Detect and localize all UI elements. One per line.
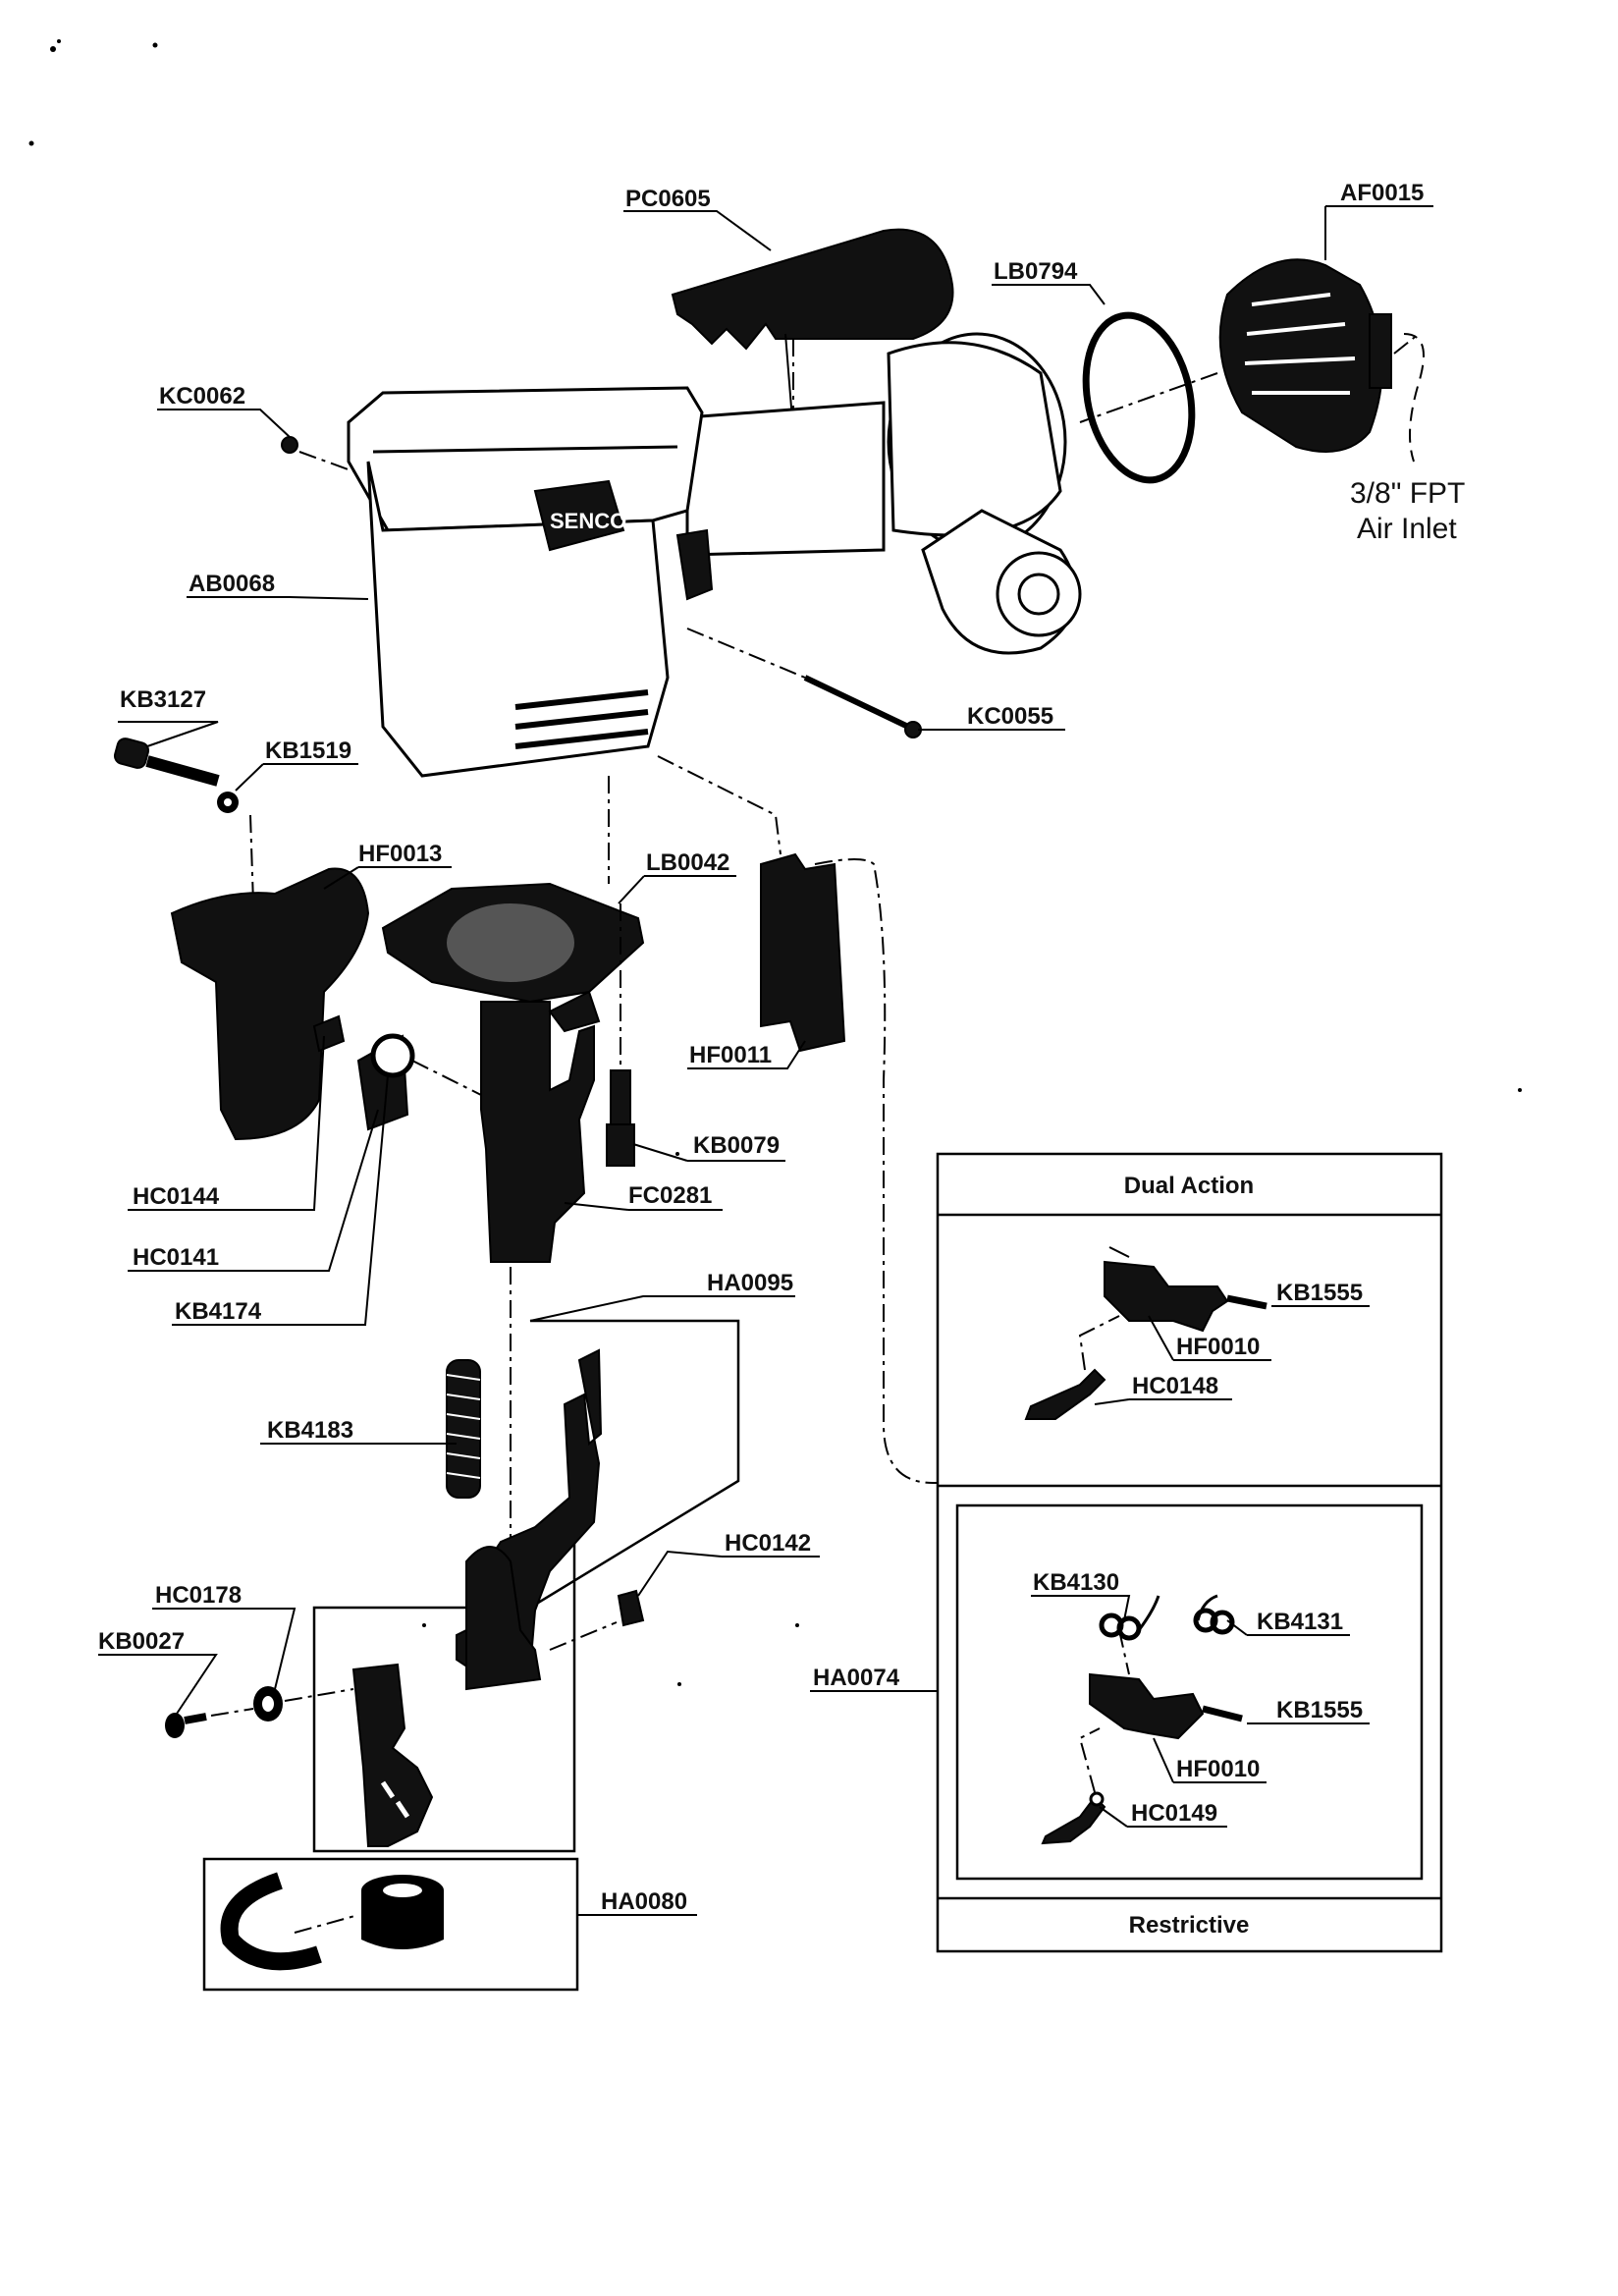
spring-kb4183 <box>446 1359 481 1499</box>
c-clip <box>220 1872 322 1971</box>
label-kb4130: KB4130 <box>1033 1569 1119 1596</box>
label-ha0080: HA0080 <box>601 1888 687 1915</box>
bolt-kb3127 <box>113 738 220 787</box>
label-ha0074: HA0074 <box>813 1665 900 1691</box>
label-pc0605: PC0605 <box>625 186 711 212</box>
label-kb1555-dual: KB1555 <box>1276 1280 1363 1306</box>
label-hc0149: HC0149 <box>1131 1800 1217 1827</box>
label-kb4131: KB4131 <box>1257 1609 1343 1635</box>
pad-hc0144 <box>312 1014 346 1053</box>
panel-title-restrictive: Restrictive <box>1129 1912 1250 1939</box>
trigger-assembly-box-ha0095 <box>312 1319 740 1853</box>
plate-hf0011 <box>760 852 846 1053</box>
air-inlet-cap-af0015 <box>1218 258 1392 453</box>
trigger <box>351 1663 434 1847</box>
label-hf0010-dual: HF0010 <box>1176 1334 1260 1360</box>
panel-title-dual-action: Dual Action <box>1124 1173 1254 1199</box>
label-fc0281: FC0281 <box>628 1182 712 1209</box>
label-hc0178: HC0178 <box>155 1582 242 1609</box>
label-kc0062: KC0062 <box>159 383 245 410</box>
part-labels: PC0605 AF0015 LB0794 KC0062 AB0068 KC005… <box>98 180 1465 1939</box>
label-ab0068: AB0068 <box>189 571 275 597</box>
trigger-block <box>465 1546 542 1691</box>
restrictive-trigger-hf0010 <box>1041 1629 1243 1845</box>
split-ring <box>361 1875 444 1949</box>
o-ring-lb0794 <box>1082 311 1196 484</box>
label-kb4174: KB4174 <box>175 1298 262 1325</box>
handle-tube <box>685 332 1082 655</box>
air-inlet-label: Air Inlet <box>1357 513 1457 545</box>
set-screw-kb0027 <box>165 1713 207 1738</box>
air-inlet-size: 3/8" FPT <box>1350 477 1465 510</box>
label-kc0055: KC0055 <box>967 703 1053 730</box>
label-kb0027: KB0027 <box>98 1628 185 1655</box>
label-hf0013: HF0013 <box>358 841 442 867</box>
kit-panel-ha0074 <box>936 1152 1443 1953</box>
label-hc0141: HC0141 <box>133 1244 219 1271</box>
dual-action-trigger-hf0010 <box>1024 1246 1267 1420</box>
housing-ab0068: SENCO <box>347 386 714 778</box>
restrictive-springs <box>1099 1594 1235 1641</box>
label-kb1519: KB1519 <box>265 738 351 764</box>
valve-body-fc0281 <box>381 882 645 1263</box>
label-hf0011: HF0011 <box>689 1042 772 1068</box>
label-lb0794: LB0794 <box>994 258 1078 285</box>
label-lb0042: LB0042 <box>646 849 729 876</box>
long-screw-kc0055 <box>803 675 922 738</box>
label-hc0144: HC0144 <box>133 1183 220 1210</box>
roller-hc0178 <box>253 1686 283 1722</box>
label-kb0079: KB0079 <box>693 1132 780 1159</box>
clip-kit-box-ha0080 <box>202 1857 579 1992</box>
label-hf0010-restrictive: HF0010 <box>1176 1756 1260 1782</box>
brand-logo-text: SENCO <box>550 509 626 533</box>
screw-kb0079 <box>606 1069 635 1167</box>
label-kb4183: KB4183 <box>267 1417 353 1444</box>
label-af0015: AF0015 <box>1340 180 1424 206</box>
label-kb3127: KB3127 <box>120 686 206 713</box>
leader-lines <box>98 205 1433 1916</box>
scan-specks <box>28 39 1522 1686</box>
clip-hc0142 <box>617 1589 645 1627</box>
label-hc0148: HC0148 <box>1132 1373 1218 1399</box>
label-kb1555-restrictive: KB1555 <box>1276 1697 1363 1723</box>
label-ha0095: HA0095 <box>707 1270 793 1296</box>
label-hc0142: HC0142 <box>725 1530 811 1557</box>
ring-kb4174 <box>370 1033 415 1078</box>
screw-kc0062 <box>281 436 298 454</box>
cover-hf0013 <box>170 867 370 1141</box>
